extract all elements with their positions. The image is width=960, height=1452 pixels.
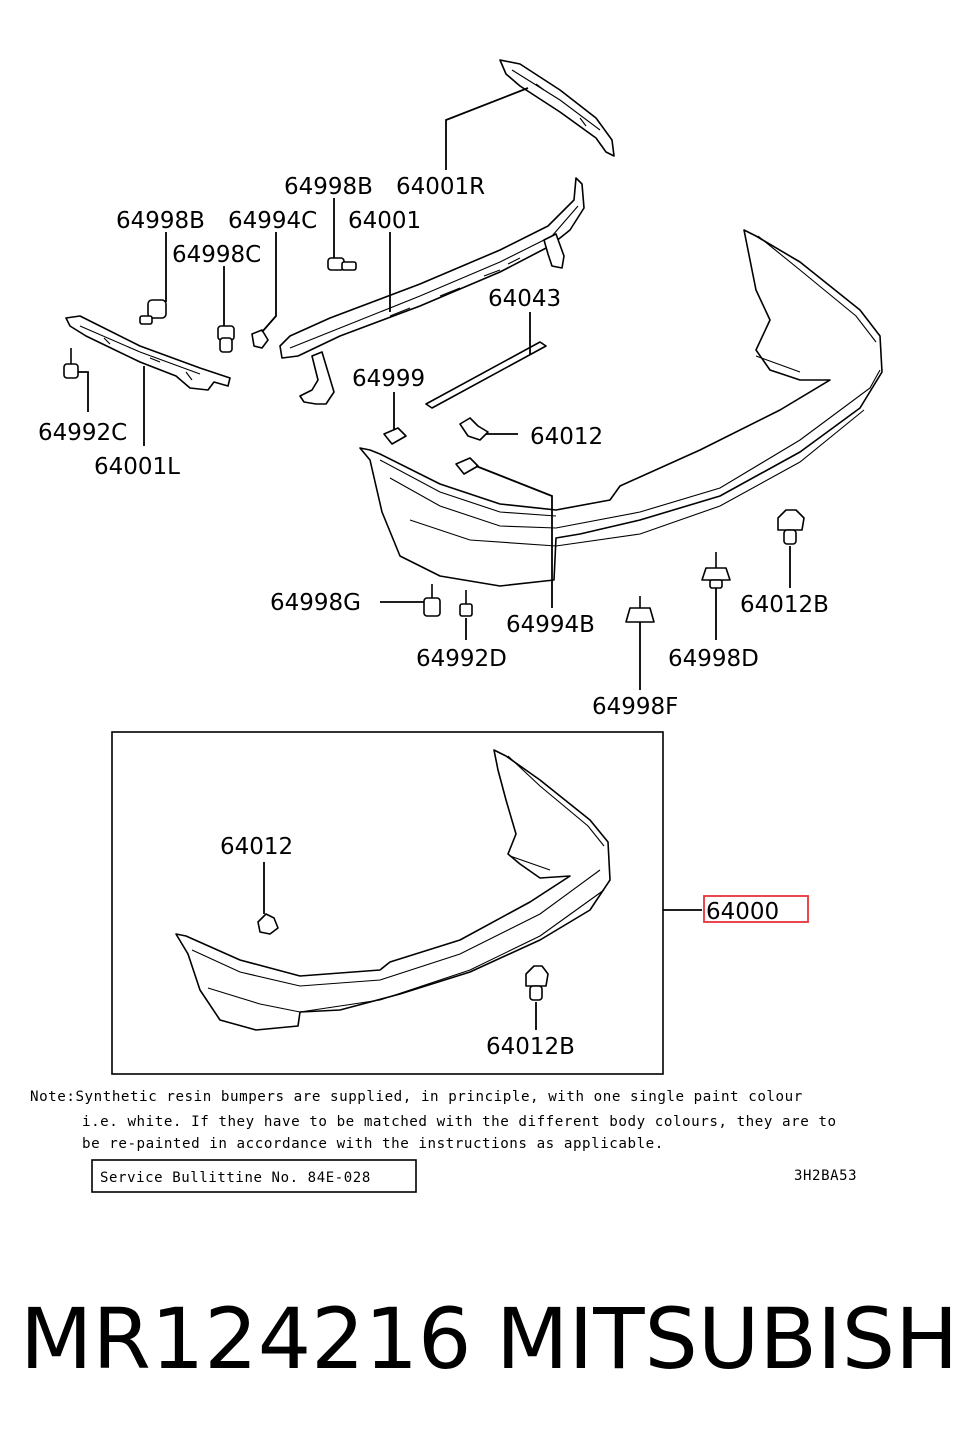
note-line-3: be re-painted in accordance with the ins… bbox=[82, 1136, 664, 1152]
reinforcement-64001 bbox=[279, 177, 585, 405]
clip-64994C bbox=[251, 329, 269, 349]
nut-64999 bbox=[383, 427, 407, 445]
label-64992D: 64992D bbox=[416, 646, 507, 672]
label-64998D: 64998D bbox=[668, 646, 759, 672]
screw-64992D bbox=[459, 590, 473, 617]
label-64998C: 64998C bbox=[172, 242, 261, 268]
label-64998F: 64998F bbox=[592, 694, 678, 720]
label-64012: 64012 bbox=[530, 424, 603, 450]
label-64998B-top: 64998B bbox=[284, 174, 373, 200]
bracket-64001L bbox=[65, 315, 231, 391]
clip-64012B-inset bbox=[525, 965, 549, 1001]
nut-64998F bbox=[625, 596, 655, 623]
part-number: MR124216 bbox=[20, 1290, 472, 1388]
label-64998B-left: 64998B bbox=[116, 208, 205, 234]
label-64012-inset: 64012 bbox=[220, 834, 293, 860]
service-bulletin-box bbox=[91, 1159, 417, 1193]
note-line-1: Note:Synthetic resin bumpers are supplie… bbox=[30, 1089, 803, 1105]
grommet-64998C bbox=[217, 325, 235, 353]
screw-64998D bbox=[701, 552, 731, 589]
label-64994B: 64994B bbox=[506, 612, 595, 638]
leader-64994C bbox=[261, 232, 277, 333]
service-bulletin: Service Bullittine No. 84E-028 bbox=[100, 1170, 371, 1186]
leader-64992C bbox=[78, 371, 89, 412]
bracket-64001R bbox=[499, 59, 615, 157]
label-64001R: 64001R bbox=[396, 174, 485, 200]
label-64992C: 64992C bbox=[38, 420, 127, 446]
label-64012B-inset: 64012B bbox=[486, 1034, 575, 1060]
note-line-2: i.e. white. If they have to be matched w… bbox=[82, 1114, 837, 1130]
label-64998G: 64998G bbox=[270, 590, 361, 616]
label-64999: 64999 bbox=[352, 366, 425, 392]
leader-64994B bbox=[475, 465, 553, 608]
label-64994C: 64994C bbox=[228, 208, 317, 234]
bolt-64998G bbox=[423, 584, 441, 617]
nut-64994B bbox=[455, 457, 479, 475]
label-64001: 64001 bbox=[348, 208, 421, 234]
bumper-main bbox=[359, 229, 883, 587]
strip-64043 bbox=[425, 341, 547, 409]
label-64000: 64000 bbox=[706, 899, 779, 925]
clip-64012B bbox=[777, 509, 805, 545]
inset-box bbox=[111, 731, 664, 1075]
clip-64012 bbox=[459, 417, 489, 441]
label-64001L: 64001L bbox=[94, 454, 180, 480]
leader-64001R bbox=[445, 87, 529, 170]
label-64012B: 64012B bbox=[740, 592, 829, 618]
clip-64012-inset bbox=[257, 913, 279, 935]
clip-64998B-left bbox=[139, 299, 167, 325]
label-64043: 64043 bbox=[488, 286, 561, 312]
screw-64992C bbox=[63, 348, 79, 379]
bumper-assembly-64000 bbox=[175, 749, 611, 1031]
highlight-box bbox=[703, 895, 809, 923]
bolt-64998B-top bbox=[327, 257, 357, 271]
brand-name: MITSUBISHI bbox=[496, 1290, 960, 1388]
drawing-code: 3H2BA53 bbox=[794, 1168, 857, 1184]
